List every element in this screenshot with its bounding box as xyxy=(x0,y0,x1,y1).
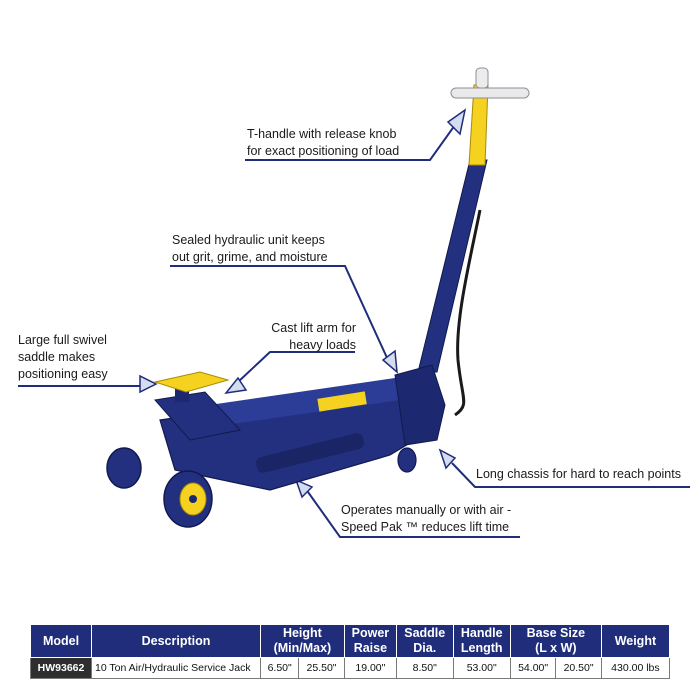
air-hose xyxy=(454,209,482,417)
header-height: Height (Min/Max) xyxy=(260,624,345,658)
cell-base-length: 54.00" xyxy=(509,657,557,679)
t-bar xyxy=(450,87,530,99)
chassis-top xyxy=(175,378,425,430)
cell-handle-length: 53.00" xyxy=(452,657,511,679)
specs-table: Model Description Height (Min/Max) Power… xyxy=(30,624,671,679)
callout-lift-arm: Cast lift arm for heavy loads xyxy=(271,321,356,352)
cell-model: HW93662 xyxy=(30,657,92,679)
cell-weight: 430.00 lbs xyxy=(600,657,671,679)
release-knob xyxy=(475,67,489,89)
cell-power-raise: 19.00" xyxy=(343,657,398,679)
callout-hydraulic: Sealed hydraulic unit keeps out grit, gr… xyxy=(172,233,328,264)
table-row: HW93662 10 Ton Air/Hydraulic Service Jac… xyxy=(30,657,671,679)
rear-caster xyxy=(397,447,417,473)
leader-lines xyxy=(18,124,690,538)
callout-chassis: Long chassis for hard to reach points xyxy=(476,467,681,481)
header-weight: Weight xyxy=(600,624,671,658)
hydraulic-unit xyxy=(394,364,446,446)
cell-base-width: 20.50" xyxy=(555,657,602,679)
handle-shaft xyxy=(417,159,488,373)
cell-description: 10 Ton Air/Hydraulic Service Jack xyxy=(91,657,261,679)
front-wheel-left xyxy=(106,447,142,489)
header-description: Description xyxy=(91,624,261,658)
header-saddle-dia: Saddle Dia. xyxy=(396,624,454,658)
header-base-size: Base Size (L x W) xyxy=(509,624,602,658)
specs-header-row: Model Description Height (Min/Max) Power… xyxy=(30,624,671,658)
arrowheads xyxy=(139,108,467,499)
chassis-label xyxy=(317,391,367,412)
header-handle-length: Handle Length xyxy=(452,624,511,658)
header-power-raise: Power Raise xyxy=(343,624,398,658)
callout-t-handle: T-handle with release knob for exact pos… xyxy=(247,127,400,158)
saddle-pad xyxy=(153,371,230,393)
callout-saddle: Large full swivel saddle makes positioni… xyxy=(18,333,108,381)
cell-saddle-dia: 8.50" xyxy=(396,657,454,679)
header-model: Model xyxy=(30,624,92,658)
hydraulic-cylinder xyxy=(255,433,365,473)
callout-operates: Operates manually or with air - Speed Pa… xyxy=(341,503,512,534)
cell-height-max: 25.50" xyxy=(298,657,345,679)
cell-height-min: 6.50" xyxy=(259,657,300,679)
